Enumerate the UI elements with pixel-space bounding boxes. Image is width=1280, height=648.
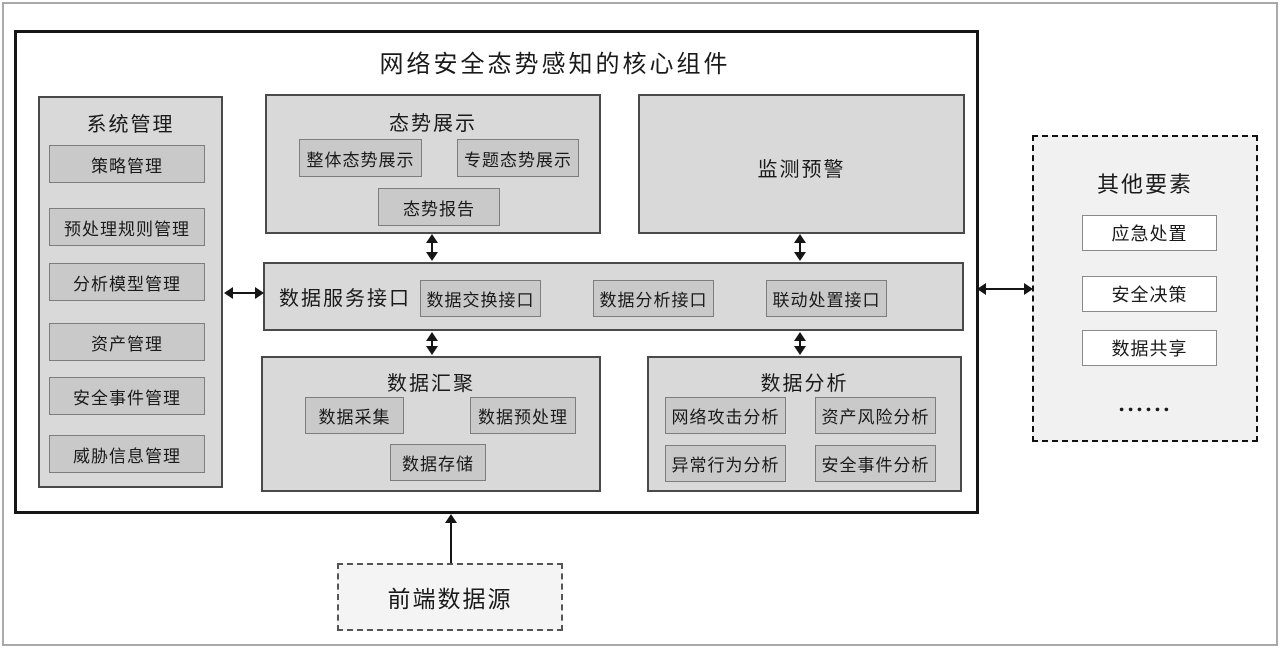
- item-emergency-disposal: 应急处置: [1082, 215, 1217, 251]
- panel-monitoring-warning: 监测预警: [638, 94, 965, 234]
- item-asset-management: 资产管理: [49, 323, 205, 361]
- item-security-event-management: 安全事件管理: [49, 377, 205, 415]
- arrow-datasource-to-core-icon: [445, 514, 457, 563]
- item-data-analysis-interface: 数据分析接口: [593, 280, 714, 317]
- panel-situation-display-title: 态势展示: [389, 111, 477, 135]
- panel-monitoring-warning-title: 监测预警: [757, 157, 846, 181]
- item-network-attack-analysis: 网络攻击分析: [665, 397, 786, 434]
- panel-data-aggregation-title: 数据汇聚: [387, 371, 475, 395]
- page-title: 网络安全态势感知的核心组件: [379, 50, 731, 78]
- item-overall-situation-display: 整体态势展示: [299, 139, 422, 177]
- double-arrow-interface-aggregation-icon: [426, 332, 438, 355]
- item-data-exchange-interface: 数据交换接口: [420, 280, 541, 317]
- item-linkage-disposal-interface: 联动处置接口: [766, 280, 887, 317]
- item-policy-management: 策略管理: [49, 145, 205, 183]
- double-arrow-core-other-elements-icon: [977, 283, 1033, 295]
- other-elements-ellipsis: ......: [1118, 392, 1172, 416]
- item-threat-info-management: 威胁信息管理: [49, 435, 205, 473]
- item-data-sharing: 数据共享: [1082, 330, 1217, 366]
- panel-system-management-title: 系统管理: [86, 112, 175, 136]
- double-arrow-interface-analysis-icon: [794, 332, 806, 355]
- arrow-up-head-icon: [426, 234, 438, 243]
- item-security-event-analysis: 安全事件分析: [815, 445, 936, 482]
- item-abnormal-behavior-analysis: 异常行为分析: [665, 445, 786, 482]
- item-topic-situation-display: 专题态势展示: [457, 139, 579, 177]
- item-asset-risk-analysis: 资产风险分析: [815, 397, 936, 434]
- panel-data-service-interface-title: 数据服务接口: [279, 286, 411, 310]
- item-situation-report: 态势报告: [378, 188, 500, 226]
- item-analysis-model-management: 分析模型管理: [49, 263, 205, 301]
- double-arrow-display-interface-icon: [426, 234, 438, 261]
- item-preprocessing-rule-management: 预处理规则管理: [49, 208, 205, 246]
- item-data-collection: 数据采集: [305, 397, 404, 434]
- frontend-data-source-label: 前端数据源: [387, 587, 513, 613]
- panel-other-elements-title: 其他要素: [1096, 173, 1193, 198]
- arrow-down-head-icon: [426, 252, 438, 261]
- double-arrow-system-interface-icon: [224, 287, 264, 299]
- frontend-data-source-box: 前端数据源: [337, 563, 563, 631]
- double-arrow-monitoring-interface-icon: [794, 234, 806, 261]
- item-data-preprocessing: 数据预处理: [470, 397, 576, 434]
- panel-data-analysis-title: 数据分析: [760, 371, 849, 395]
- item-data-storage: 数据存储: [390, 444, 486, 481]
- item-security-decision: 安全决策: [1082, 276, 1217, 312]
